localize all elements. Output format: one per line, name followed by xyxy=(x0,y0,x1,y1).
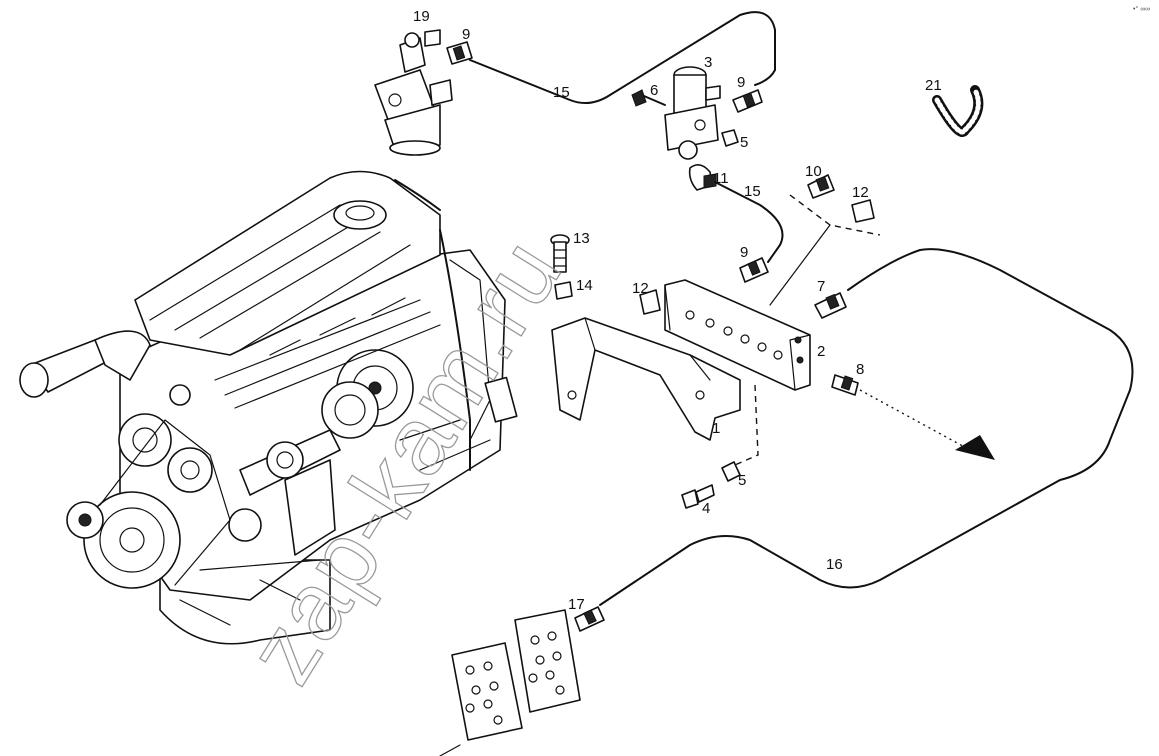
callout-13: 13 xyxy=(573,230,590,247)
callout-17: 17 xyxy=(568,596,585,613)
fitting-9-middle xyxy=(739,257,769,283)
nut-14 xyxy=(554,281,573,300)
callout-5: 5 xyxy=(740,134,748,151)
fitting-12-right xyxy=(851,199,875,223)
valve-assembly-19 xyxy=(374,29,453,156)
bolt-6 xyxy=(631,89,666,107)
dashed-guide-bracket xyxy=(734,384,759,466)
plate-front xyxy=(451,642,523,741)
callout-12: 12 xyxy=(632,280,649,297)
callout-16: 16 xyxy=(826,556,843,573)
fitting-12-left xyxy=(639,289,661,315)
callout-2: 2 xyxy=(817,343,825,360)
pipe-15-middle xyxy=(714,181,784,263)
callout-12: 12 xyxy=(852,184,869,201)
callout-1: 1 xyxy=(712,420,720,437)
fitting-8 xyxy=(831,374,859,396)
arrow-guide-8 xyxy=(859,389,971,451)
pipe-16 xyxy=(599,248,1134,606)
callout-7: 7 xyxy=(817,278,825,295)
callout-14: 14 xyxy=(576,277,593,294)
engine-assembly xyxy=(19,170,518,645)
bolt-13 xyxy=(550,234,570,273)
callout-19: 19 xyxy=(413,8,430,25)
callout-4: 4 xyxy=(702,500,710,517)
fitting-9-valve xyxy=(732,89,763,113)
corner-mark: •° ∞∞ xyxy=(1133,5,1150,13)
nut-5-lower xyxy=(721,461,741,482)
arrow-head xyxy=(955,435,995,460)
callout-5: 5 xyxy=(738,472,746,489)
leader-bracket-dryer xyxy=(769,224,831,306)
fitting-9-top-left xyxy=(446,41,473,65)
callout-8: 8 xyxy=(856,361,864,378)
bolt-4 xyxy=(681,484,715,509)
callout-15: 15 xyxy=(553,84,570,101)
callout-labels: 19 9 15 3 6 9 5 21 10 11 15 12 13 9 14 1… xyxy=(413,8,942,613)
callout-21: 21 xyxy=(925,77,942,94)
nut-5-top xyxy=(721,129,739,147)
callout-9: 9 xyxy=(737,74,745,91)
plate-back xyxy=(514,609,581,713)
callout-10: 10 xyxy=(805,163,822,180)
plate-arrow xyxy=(439,744,461,756)
callout-11: 11 xyxy=(713,170,729,187)
valve-3 xyxy=(664,66,721,160)
fitting-10 xyxy=(807,174,835,199)
callout-3: 3 xyxy=(704,54,712,71)
callout-6: 6 xyxy=(650,82,658,99)
fitting-7 xyxy=(814,292,847,319)
callout-9: 9 xyxy=(462,26,470,43)
bracket-2 xyxy=(664,279,811,391)
callout-9: 9 xyxy=(740,244,748,261)
bracket-1 xyxy=(551,317,741,441)
pipe-15-upper xyxy=(469,11,776,105)
callout-15: 15 xyxy=(744,183,761,200)
fitting-17 xyxy=(574,606,605,632)
